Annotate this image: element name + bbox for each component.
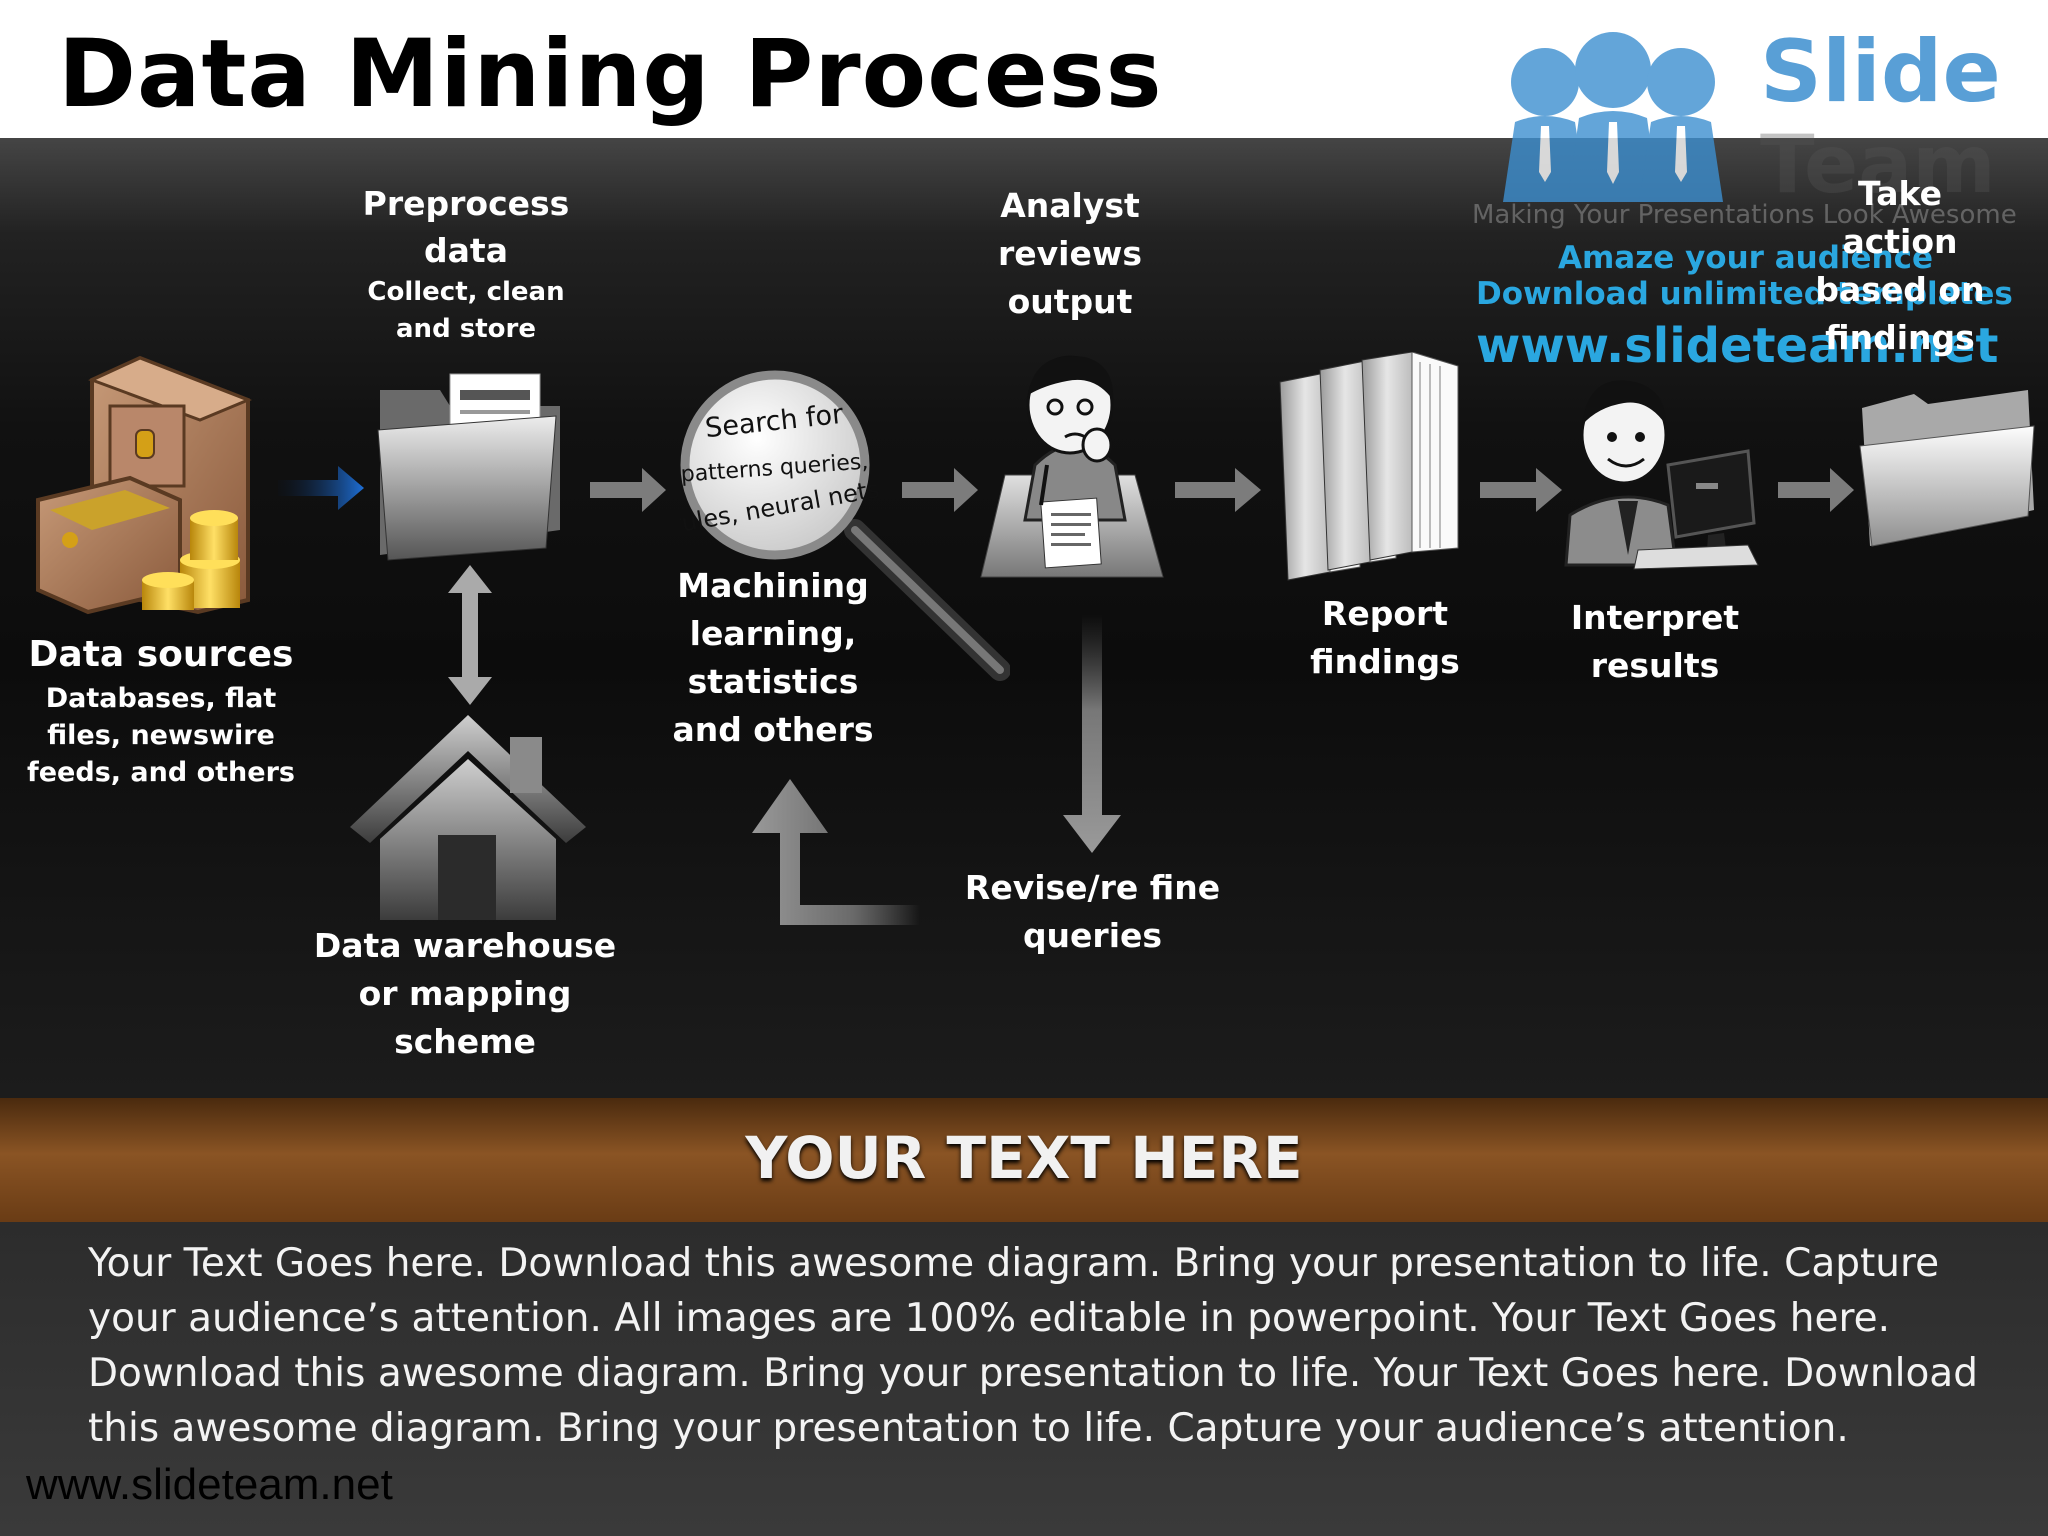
slideteam-logo-icon — [1495, 22, 1755, 202]
house-icon — [350, 715, 590, 925]
step-warehouse-title: Data warehouse or mapping scheme — [295, 922, 635, 1066]
step-report-title: Report findings — [1290, 590, 1480, 686]
step-revise: Revise/re fine queries — [950, 864, 1235, 960]
arrow-right-icon — [902, 460, 982, 520]
person-computer-icon — [1558, 355, 1778, 575]
step-revise-title: Revise/re fine queries — [950, 864, 1235, 960]
step-preprocess-title: Preprocess data — [345, 180, 587, 274]
step-action: Take action based on findings — [1810, 170, 1990, 362]
books-icon — [1270, 352, 1470, 582]
arrow-right-icon — [1778, 460, 1858, 520]
analyst-thinking-icon — [975, 345, 1175, 585]
arrow-right-icon — [1175, 460, 1265, 520]
arrow-down-icon — [1057, 615, 1127, 855]
arrow-right-icon — [278, 458, 368, 518]
magnifying-glass-icon: Search for patterns queries, rules, neur… — [680, 370, 1010, 690]
step-report: Report findings — [1290, 590, 1480, 686]
body-text: Your Text Goes here. Download this aweso… — [88, 1236, 1988, 1456]
folder-icon — [1858, 380, 2038, 550]
arrow-right-icon — [590, 460, 670, 520]
step-action-title: Take action based on findings — [1810, 170, 1990, 362]
return-arrow-icon — [740, 775, 920, 965]
step-data-sources-title: Data sources — [26, 630, 296, 680]
step-data-sources-desc: Databases, flat files, newswire feeds, a… — [26, 680, 296, 791]
step-interpret: Interpret results — [1550, 594, 1760, 690]
step-interpret-title: Interpret results — [1550, 594, 1760, 690]
step-preprocess-desc: Collect, clean and store — [345, 274, 587, 348]
slide-title: Data Mining Process — [58, 20, 1163, 129]
folder-documents-icon — [370, 370, 570, 570]
step-preprocess: Preprocess data Collect, clean and store — [345, 180, 587, 348]
arrow-right-icon — [1480, 460, 1565, 520]
watermark-brand-1: Slide — [1760, 22, 2001, 122]
double-arrow-vertical-icon — [440, 565, 500, 705]
step-analyst: Analyst reviews output — [960, 182, 1180, 326]
step-analyst-title: Analyst reviews output — [960, 182, 1180, 326]
filing-cabinet-coins-icon — [30, 350, 260, 620]
footer-url: www.slideteam.net — [26, 1460, 393, 1510]
step-data-sources: Data sources Databases, flat files, news… — [26, 630, 296, 791]
band-heading: YOUR TEXT HERE — [0, 1124, 2048, 1192]
step-warehouse: Data warehouse or mapping scheme — [295, 922, 635, 1066]
